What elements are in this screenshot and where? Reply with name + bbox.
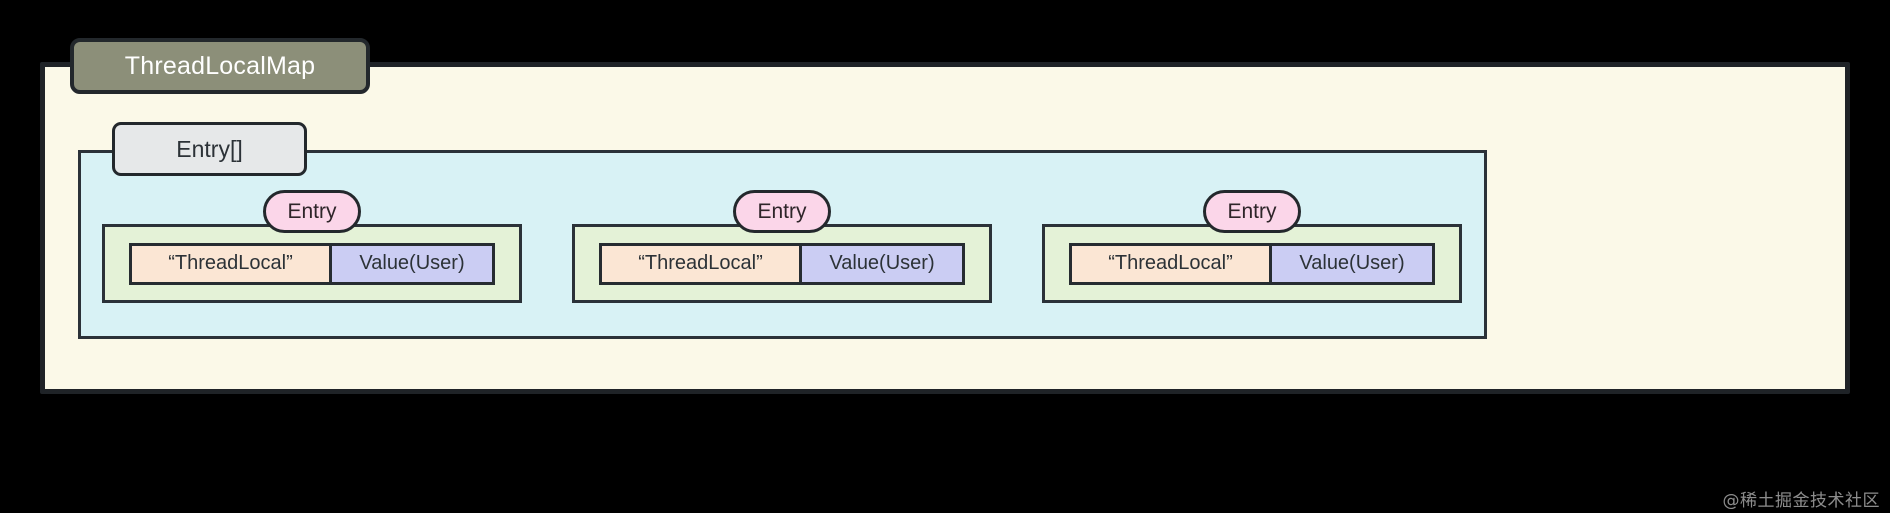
- entry-value-cell-3: Value(User): [1272, 245, 1432, 282]
- entry-body-3: “ThreadLocal” Value(User): [1042, 224, 1462, 303]
- entry-kv-row-3: “ThreadLocal” Value(User): [1069, 242, 1435, 285]
- entry-body-1: “ThreadLocal” Value(User): [102, 224, 522, 303]
- entry-value-cell-2: Value(User): [802, 245, 962, 282]
- entry-kv-row-2: “ThreadLocal” Value(User): [599, 242, 965, 285]
- watermark: @稀土掘金技术社区: [1722, 491, 1880, 511]
- entry-body-2: “ThreadLocal” Value(User): [572, 224, 992, 303]
- entry-group-1: “ThreadLocal” Value(User) Entry: [102, 190, 522, 303]
- entry-array-label: Entry[]: [112, 122, 307, 176]
- threadlocalmap-title: ThreadLocalMap: [70, 38, 370, 94]
- entry-badge-2: Entry: [733, 190, 831, 233]
- entry-value-cell-1: Value(User): [332, 245, 492, 282]
- entry-badge-1: Entry: [263, 190, 361, 233]
- entry-list: “ThreadLocal” Value(User) Entry “ThreadL…: [102, 190, 1462, 303]
- entry-group-3: “ThreadLocal” Value(User) Entry: [1042, 190, 1462, 303]
- entry-group-2: “ThreadLocal” Value(User) Entry: [572, 190, 992, 303]
- entry-key-cell-3: “ThreadLocal”: [1072, 245, 1272, 282]
- entry-kv-row-1: “ThreadLocal” Value(User): [129, 242, 495, 285]
- entry-key-cell-1: “ThreadLocal”: [132, 245, 332, 282]
- entry-badge-3: Entry: [1203, 190, 1301, 233]
- entry-key-cell-2: “ThreadLocal”: [602, 245, 802, 282]
